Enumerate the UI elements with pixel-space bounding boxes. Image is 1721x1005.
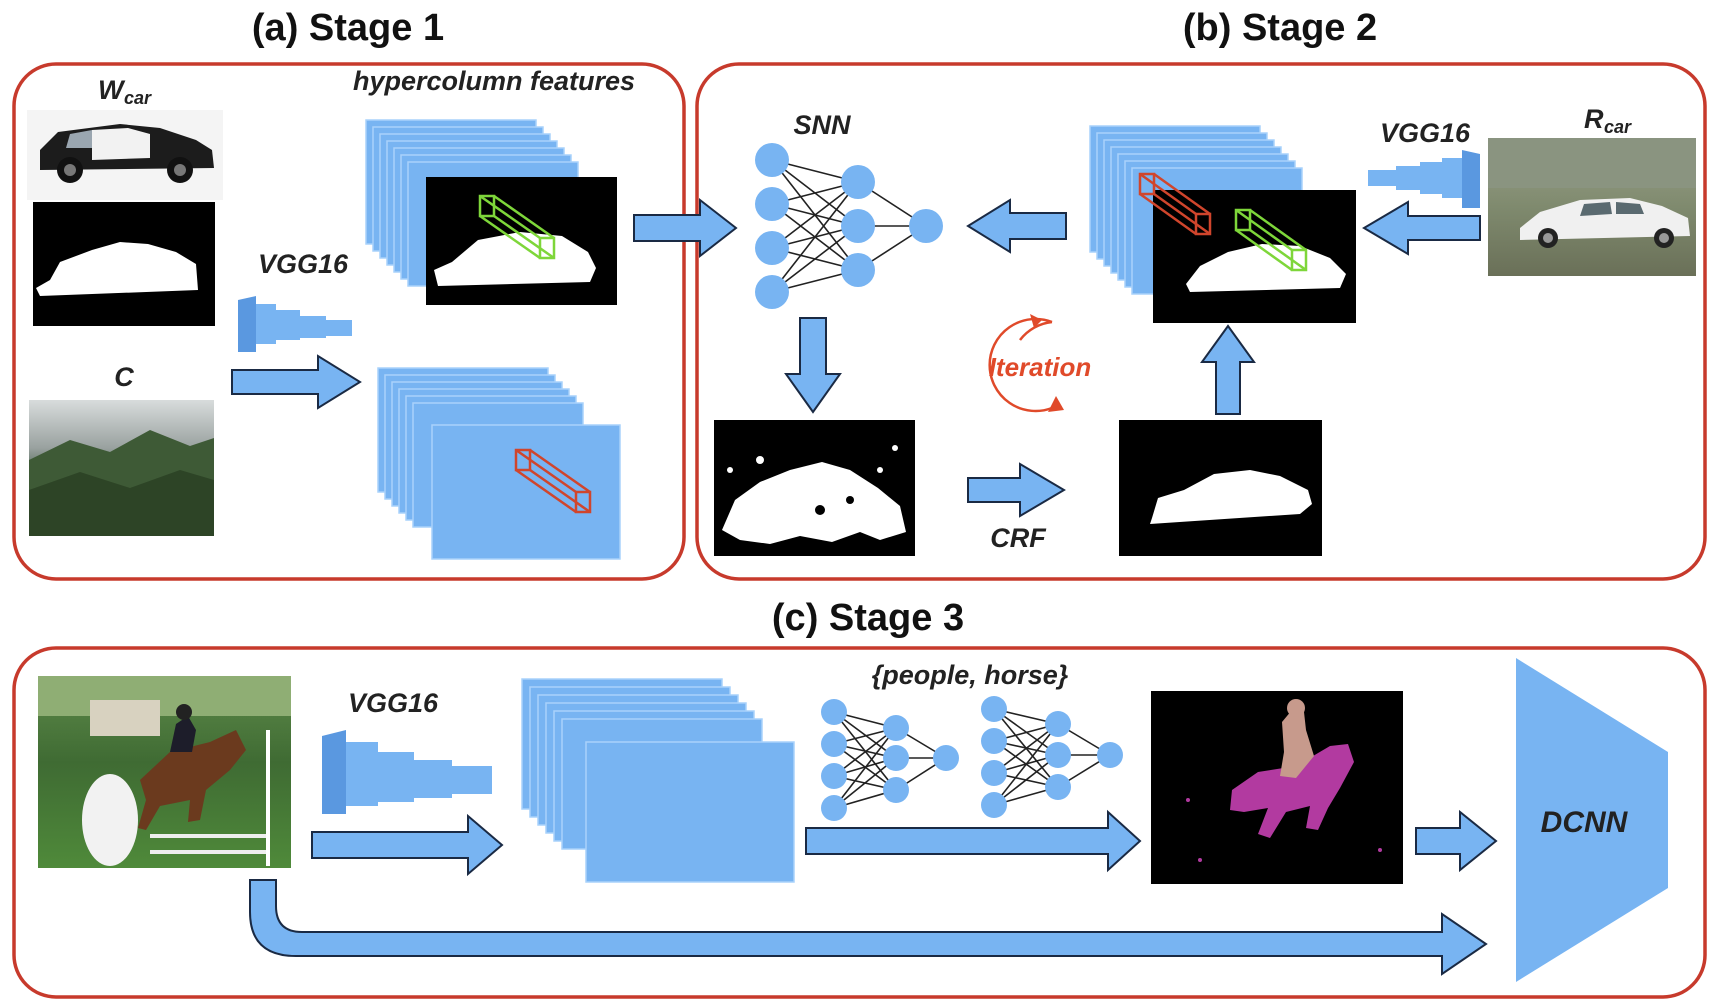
arrow-features-to-snn <box>633 197 738 259</box>
arrow-r-features-to-snn <box>966 198 1067 254</box>
crf-arrow <box>967 462 1066 518</box>
stage1-panel <box>12 62 686 581</box>
red-box-stage2 <box>1138 172 1212 236</box>
skip-arrow-to-dcnn <box>249 879 1488 976</box>
arrow-snn-down <box>784 317 842 414</box>
w-sub-label: car <box>124 88 152 108</box>
stage3-vgg-cone <box>322 730 492 814</box>
snn-network <box>755 143 943 309</box>
stage3-arrow-to-features <box>311 813 504 877</box>
stage1-vgg-label: VGG16 <box>258 249 349 279</box>
classes-label: {people, horse} <box>872 660 1069 690</box>
horse-jump-photo <box>38 676 291 868</box>
r-label: R <box>1584 104 1604 134</box>
hypercolumn-feature-stack-car <box>365 119 617 305</box>
white-car-photo <box>1488 138 1696 276</box>
green-box-stage2 <box>1234 208 1308 272</box>
r-sub-label: car <box>1604 117 1632 137</box>
green-hypercolumn-box <box>478 194 556 260</box>
dcnn-block: DCNN <box>1516 658 1668 982</box>
snn-output-mask <box>714 420 915 556</box>
segmentation-output <box>1151 691 1403 884</box>
w-car-label: W car <box>98 75 152 108</box>
arrow-rcar-to-features <box>1362 200 1481 256</box>
crf-label: CRF <box>990 523 1047 553</box>
stage3-feature-stack <box>521 678 795 883</box>
hypercolumn-label: hypercolumn features <box>353 66 635 96</box>
stage3-vgg-label: VGG16 <box>348 688 439 718</box>
stage1-vgg-cone <box>238 296 352 352</box>
police-car-image <box>27 110 223 200</box>
arrow-snn-to-segmentation <box>805 809 1142 873</box>
stage2-title: (b) Stage 2 <box>1183 7 1377 49</box>
car-mask-image <box>33 202 215 326</box>
arrow-refined-up <box>1200 324 1256 415</box>
stage3-title: (c) Stage 3 <box>772 597 964 639</box>
red-hypercolumn-box <box>514 448 592 514</box>
stage2-vgg-label: VGG16 <box>1380 118 1471 148</box>
r-car-feature-stack <box>1089 125 1356 323</box>
r-car-label: R car <box>1584 104 1632 137</box>
iteration-loop-icon <box>988 314 1064 413</box>
stage2-panel <box>695 62 1707 581</box>
stage1-arrow-to-features <box>231 354 362 410</box>
stage2-vgg-cone <box>1368 150 1480 208</box>
iteration-label: Iteration <box>989 352 1092 382</box>
stage3-snn-horse <box>981 696 1123 818</box>
stage1-title: (a) Stage 1 <box>252 7 444 49</box>
snn-label: SNN <box>793 110 851 140</box>
w-label: W <box>98 75 126 105</box>
arrow-segmentation-to-dcnn <box>1415 809 1498 873</box>
c-label: C <box>114 362 134 392</box>
landscape-image <box>29 400 214 536</box>
crf-refined-mask <box>1119 420 1322 556</box>
stage3-snn-people <box>821 699 959 821</box>
dcnn-label: DCNN <box>1541 806 1629 839</box>
stage3-panel <box>12 646 1707 999</box>
hypercolumn-feature-stack-bg <box>377 367 621 560</box>
